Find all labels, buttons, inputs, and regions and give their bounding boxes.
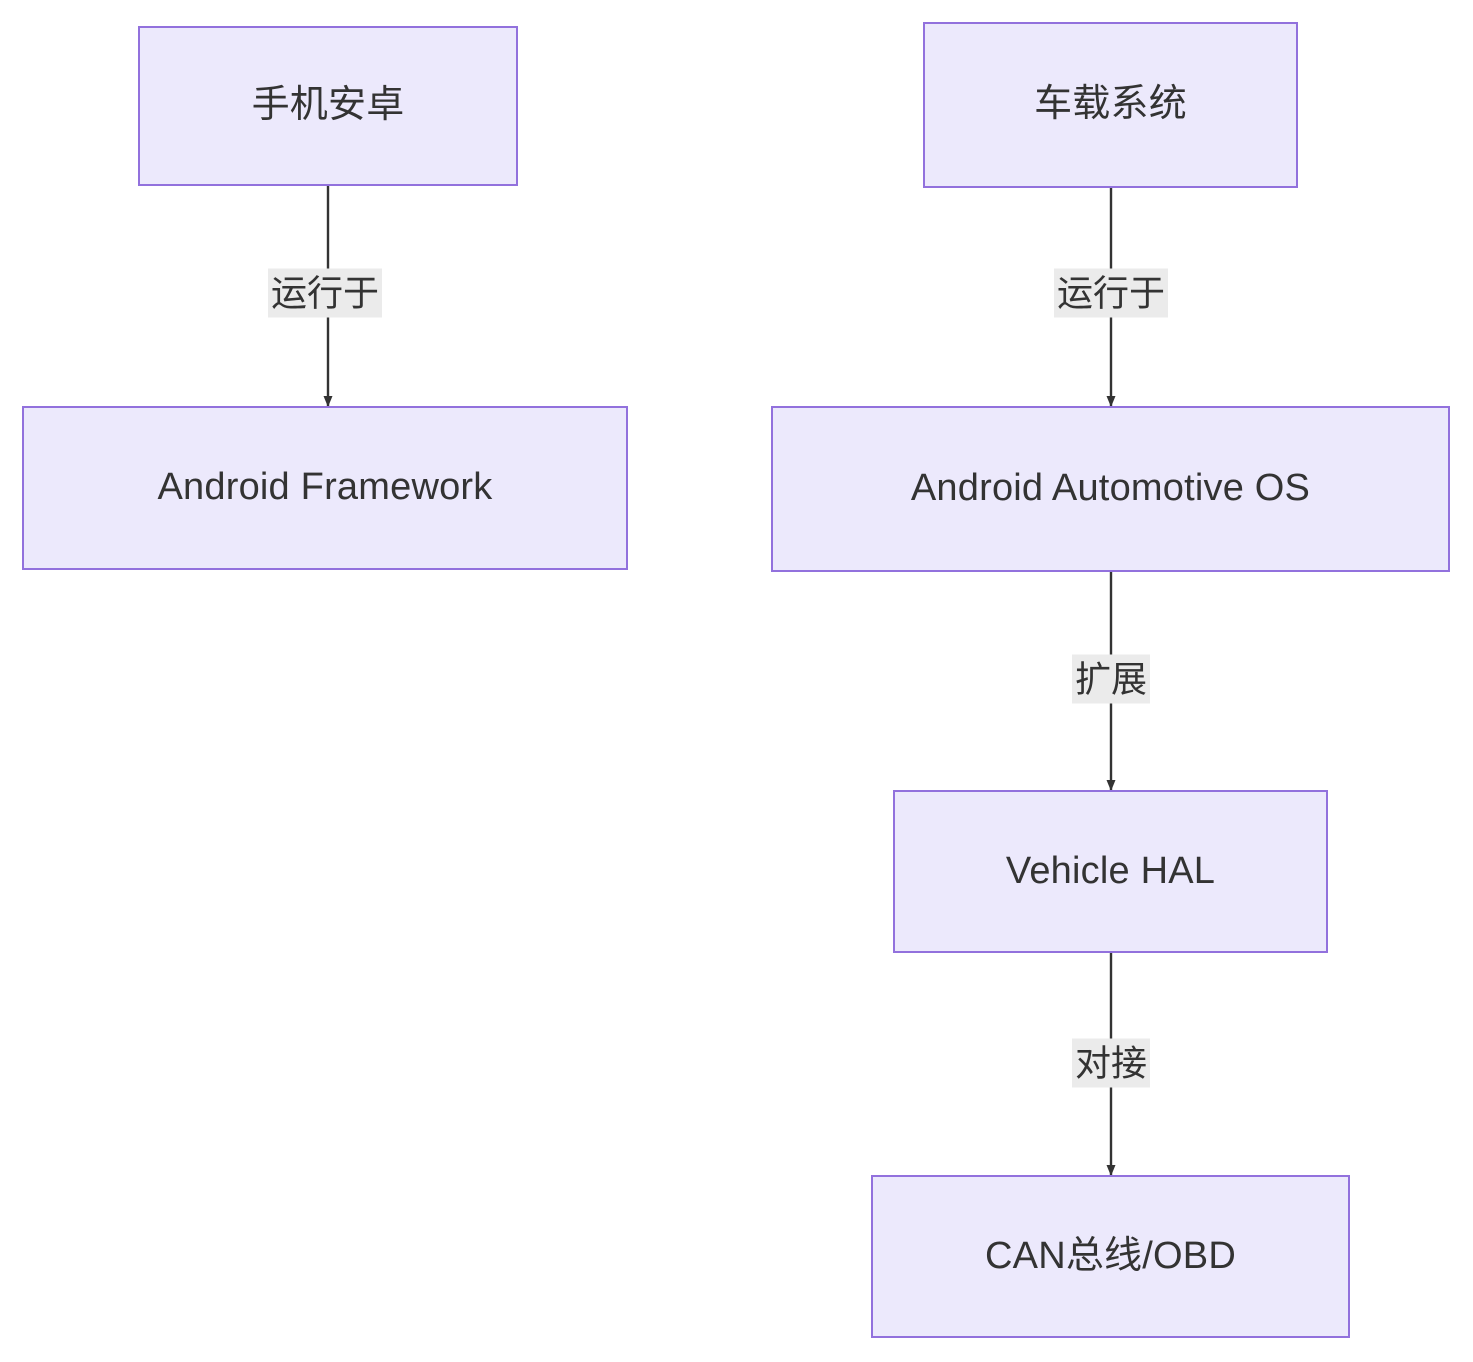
node-label: CAN总线/OBD xyxy=(985,1234,1236,1277)
node-label: Vehicle HAL xyxy=(1005,849,1216,892)
node-label: 手机安卓 xyxy=(251,84,405,127)
edge-lines xyxy=(323,186,1116,1176)
edge-label-run-on-vehicle: 运行于 xyxy=(1053,268,1169,318)
edge-label-connects: 对接 xyxy=(1071,1038,1151,1088)
node-label: 车载系统 xyxy=(1034,83,1187,126)
node-phone-android[interactable]: 手机安卓 xyxy=(138,26,518,186)
edge-label-extends: 扩展 xyxy=(1071,654,1151,704)
node-label: Android Framework xyxy=(157,466,493,509)
node-android-framework[interactable]: Android Framework xyxy=(22,406,628,570)
node-vehicle-hal[interactable]: Vehicle HAL xyxy=(893,790,1328,953)
node-can-bus-obd[interactable]: CAN总线/OBD xyxy=(871,1175,1350,1338)
node-label: Android Automotive OS xyxy=(910,467,1311,510)
edge-label-run-on-phone: 运行于 xyxy=(267,268,383,318)
node-vehicle-system[interactable]: 车载系统 xyxy=(923,22,1298,188)
node-android-automotive-os[interactable]: Android Automotive OS xyxy=(771,406,1450,572)
